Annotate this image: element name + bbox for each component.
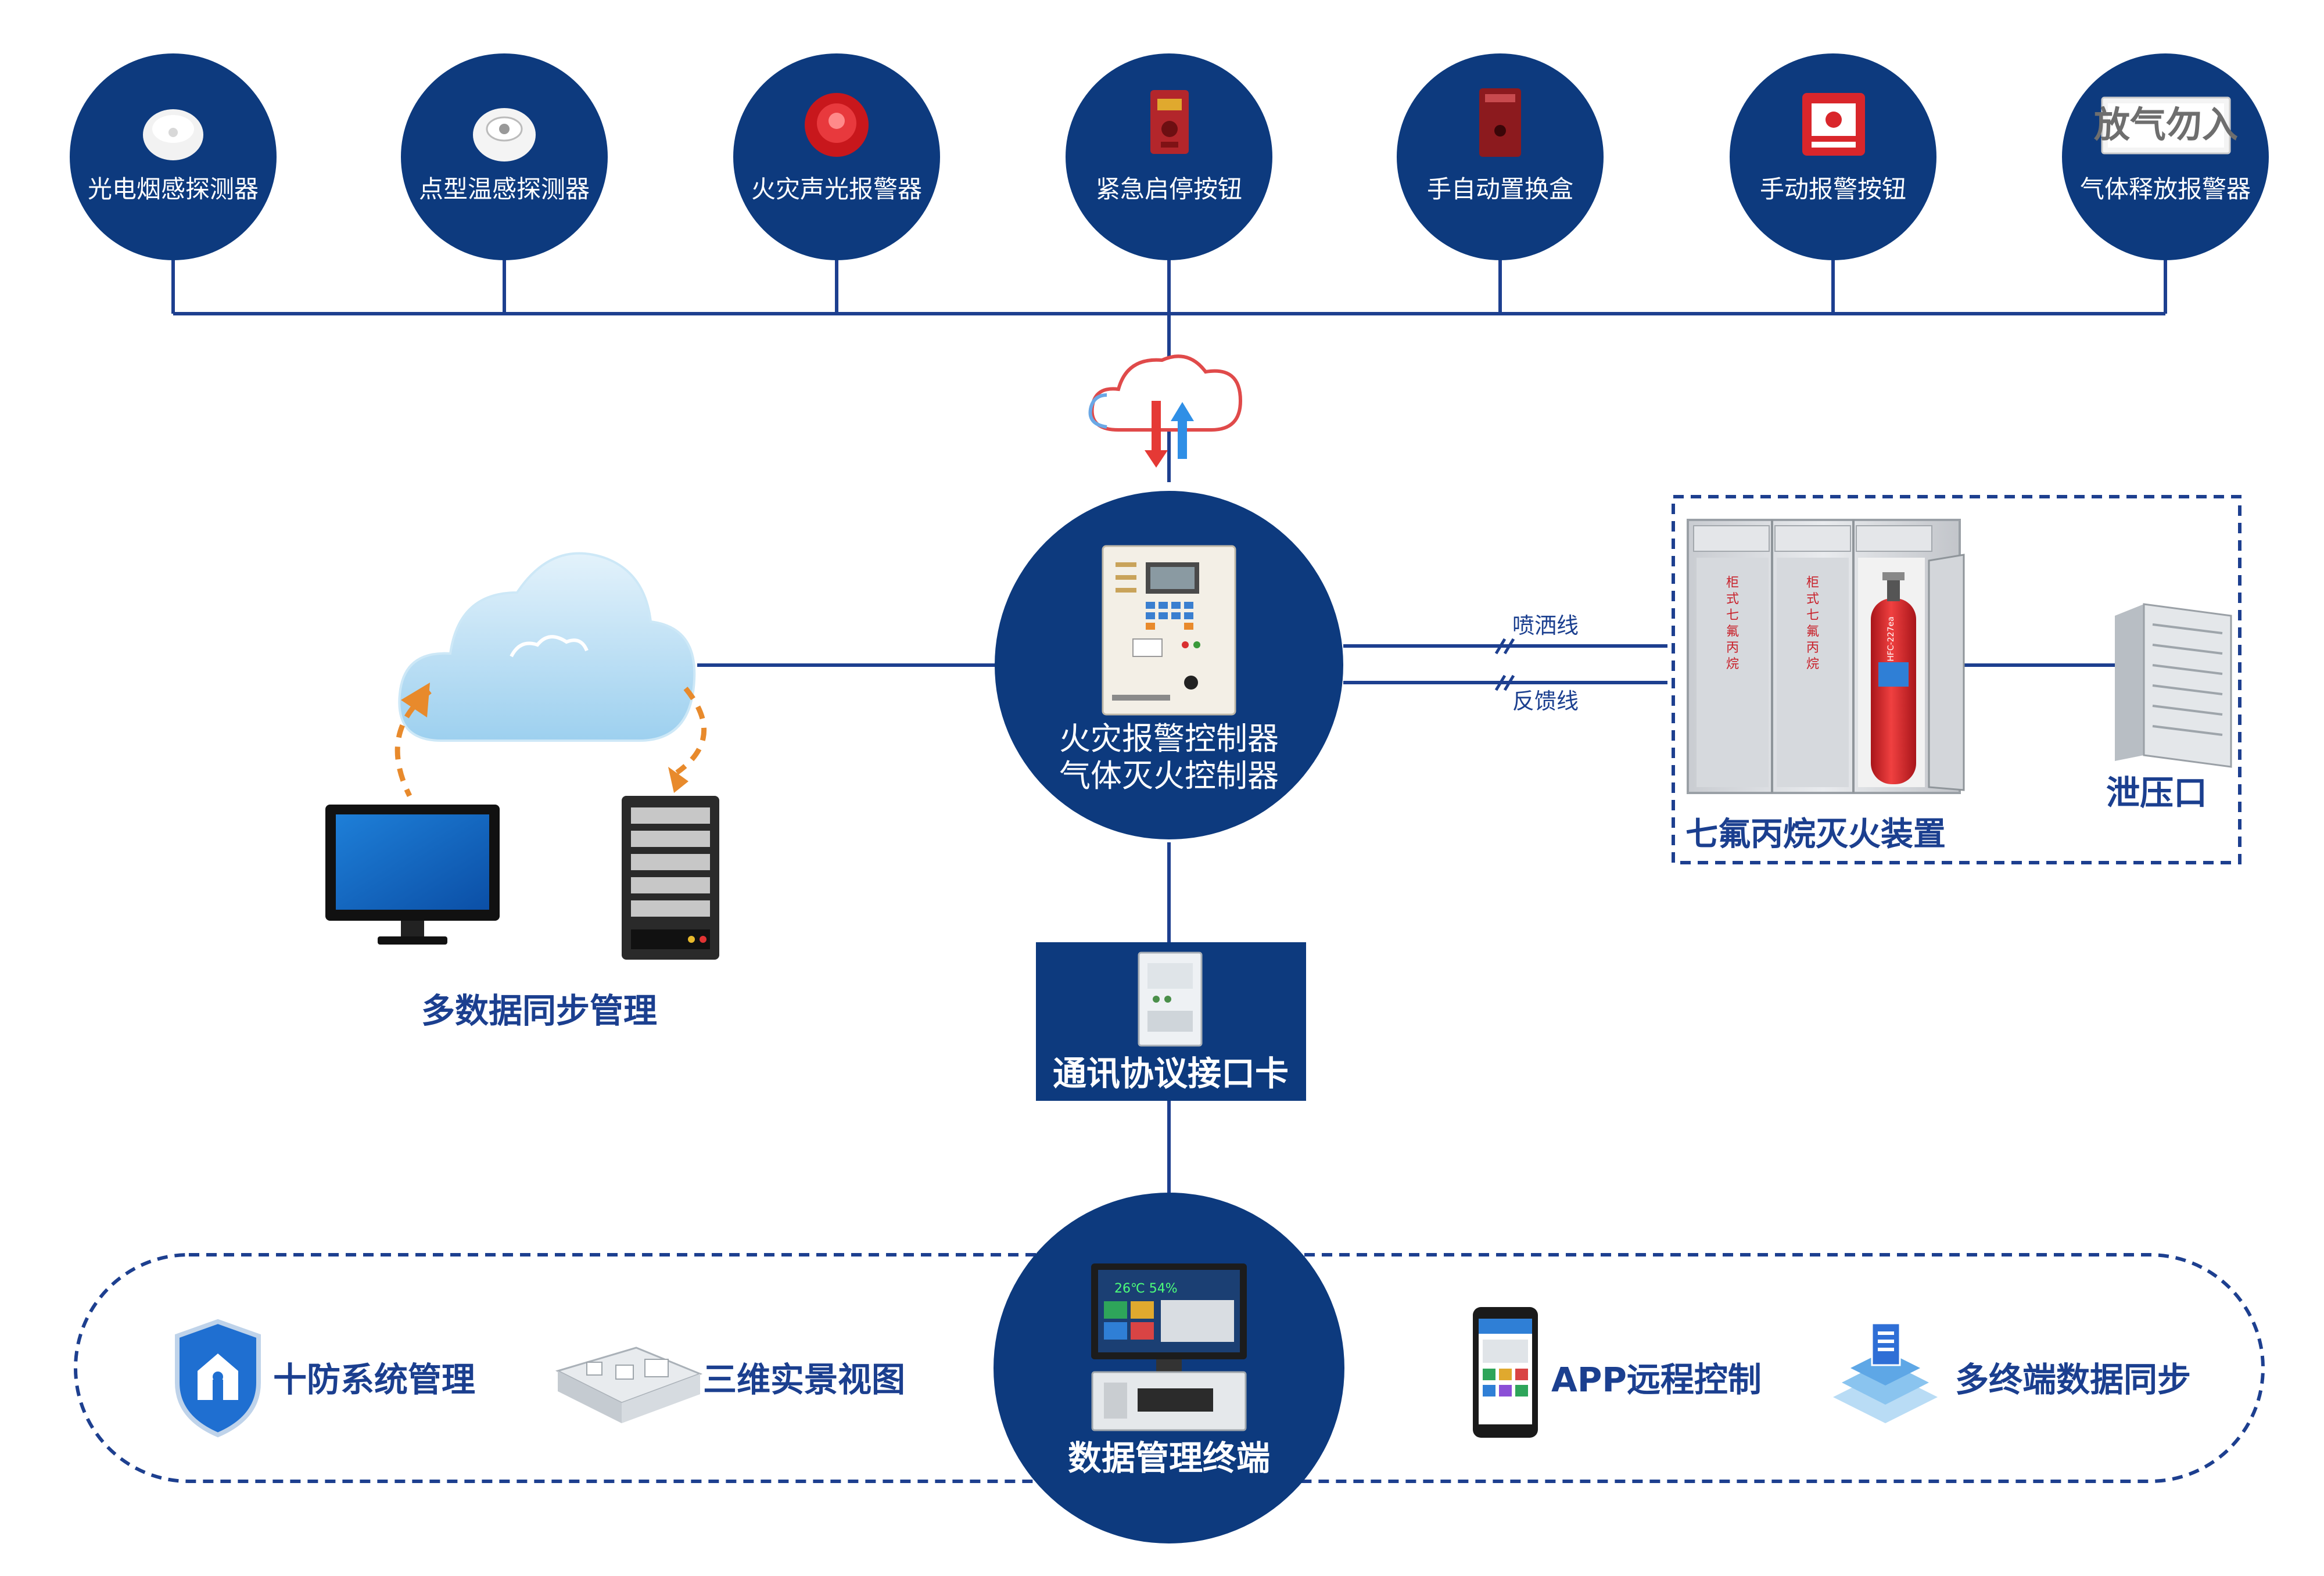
line-break-marks	[1494, 638, 1515, 691]
svg-text:烷: 烷	[1806, 657, 1819, 672]
feature-3d-view[interactable]: 三维实景视图	[555, 1347, 905, 1423]
smoke-detector-icon	[143, 109, 203, 160]
device-heat-detector[interactable]: 点型温感探测器	[401, 53, 608, 260]
feedback-line-label: 反馈线	[1512, 688, 1579, 714]
controller-label-1: 火灾报警控制器	[1059, 720, 1279, 757]
sync-arrow-left	[394, 689, 432, 798]
svg-text:丙: 丙	[1726, 641, 1739, 655]
controller-panel-icon	[1102, 545, 1236, 716]
device-label: 光电烟感探测器	[88, 175, 259, 203]
extinguisher-group[interactable]: 柜 式 七 氟 丙 烷 柜 式 七 氟 丙 烷 HFC-227ea 七氟丙烷灭火…	[1672, 495, 2241, 864]
data-management-terminal[interactable]: 26℃ 54% 数据管理终端	[994, 1193, 1344, 1543]
feature-app-remote[interactable]: APP远程控制	[1473, 1307, 1762, 1438]
heat-detector-icon	[473, 108, 536, 161]
svg-text:氟: 氟	[1806, 624, 1819, 639]
smartphone-icon	[1473, 1307, 1538, 1438]
vent-label: 泄压口	[2106, 773, 2207, 813]
svg-text:柜: 柜	[1726, 576, 1739, 590]
svg-text:式: 式	[1806, 592, 1819, 606]
spray-line-label: 喷洒线	[1512, 613, 1579, 638]
device-manual-auto-switch[interactable]: 手自动置换盒	[1397, 53, 1604, 260]
protocol-interface-card[interactable]: 通讯协议接口卡	[1036, 942, 1306, 1101]
device-smoke-detector[interactable]: 光电烟感探测器	[70, 53, 277, 260]
device-sound-light-alarm[interactable]: 火灾声光报警器	[733, 53, 940, 260]
device-gas-release-alarm[interactable]: 放气勿入 气体释放报警器	[2062, 53, 2269, 260]
interface-card-device-icon	[1138, 952, 1203, 1047]
pressure-relief-vent-icon	[2115, 603, 2232, 768]
cloud-icon	[398, 552, 696, 742]
emergency-stop-button-icon	[1150, 90, 1189, 154]
device-label: 手动报警按钮	[1760, 175, 1906, 203]
sound-light-alarm-icon	[805, 93, 869, 157]
feature-label: 三维实景视图	[703, 1360, 905, 1399]
svg-text:氟: 氟	[1726, 624, 1739, 639]
device-emergency-stop[interactable]: 紧急启停按钮	[1066, 53, 1272, 260]
sign-text: 放气勿入	[2094, 103, 2238, 146]
fire-alarm-controller[interactable]: 火灾报警控制器 气体灭火控制器	[995, 491, 1343, 839]
device-bus	[171, 256, 2167, 1197]
multi-terminal-sync-icon	[1833, 1322, 1938, 1423]
svg-text:七: 七	[1806, 608, 1819, 623]
terminal-label: 数据管理终端	[1068, 1438, 1270, 1478]
controller-label-2: 气体灭火控制器	[1059, 758, 1279, 794]
manual-auto-switch-icon	[1479, 88, 1521, 157]
extinguisher-dashed-frame	[1672, 495, 2241, 864]
device-manual-alarm[interactable]: 手动报警按钮	[1730, 53, 1936, 260]
device-label: 气体释放报警器	[2080, 175, 2251, 203]
gas-release-sign-icon: 放气勿入	[2094, 96, 2238, 155]
feature-label: APP远程控制	[1551, 1360, 1762, 1399]
svg-text:丙: 丙	[1806, 641, 1819, 655]
interface-card-label: 通讯协议接口卡	[1053, 1054, 1289, 1093]
feature-label: 十防系统管理	[273, 1360, 475, 1399]
sync-label: 多数据同步管理	[421, 991, 657, 1031]
extinguisher-cabinet-icon: 柜 式 七 氟 丙 烷 柜 式 七 氟 丙 烷 HFC-227ea	[1687, 519, 1965, 794]
data-sync-group: 多数据同步管理	[325, 552, 719, 1031]
device-label: 点型温感探测器	[419, 175, 590, 203]
shield-home-icon	[175, 1319, 261, 1438]
feature-label: 多终端数据同步	[1955, 1360, 2191, 1399]
terminal-screen-reading: 26℃ 54%	[1114, 1281, 1178, 1296]
svg-text:式: 式	[1726, 592, 1739, 606]
device-label: 手自动置换盒	[1427, 175, 1573, 203]
device-label: 火灾声光报警器	[751, 175, 922, 203]
svg-text:柜: 柜	[1806, 576, 1819, 590]
sync-arrow-right	[675, 687, 707, 775]
cylinder-text: HFC-227ea	[1887, 616, 1896, 661]
cloud-transfer-icon	[1088, 354, 1243, 468]
svg-text:烷: 烷	[1726, 657, 1739, 672]
feature-multi-terminal[interactable]: 多终端数据同步	[1833, 1322, 2191, 1423]
monitor-icon	[325, 805, 500, 945]
3d-floorplan-icon	[555, 1347, 703, 1423]
svg-text:七: 七	[1726, 608, 1739, 623]
device-label: 紧急启停按钮	[1096, 175, 1242, 203]
terminal-workstation-icon: 26℃ 54%	[1091, 1263, 1247, 1431]
manual-alarm-button-icon	[1802, 93, 1865, 156]
extinguisher-label: 七氟丙烷灭火装置	[1685, 816, 1946, 853]
server-icon	[622, 796, 719, 960]
feature-ten-protection[interactable]: 十防系统管理	[175, 1319, 475, 1438]
